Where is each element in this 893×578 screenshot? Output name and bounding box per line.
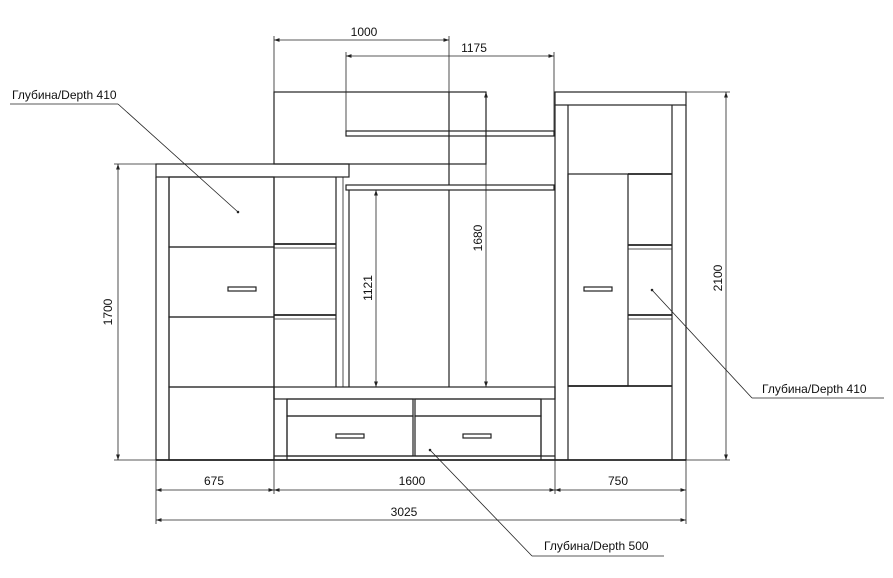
left-door-handle (227, 286, 257, 292)
dim-2100-label: 2100 (711, 264, 725, 291)
right-cabinet-top (554, 91, 687, 106)
right-door-handle (583, 286, 613, 292)
drawer-upper-left (286, 398, 414, 417)
tv-stand-top (273, 386, 556, 400)
center-section (273, 91, 556, 460)
right-cabinet (554, 91, 687, 460)
dim-1700-label: 1700 (101, 298, 115, 325)
dim-1600-label: 1600 (399, 474, 426, 488)
center-shelf-upper (345, 130, 555, 137)
dim-1680-label: 1680 (471, 224, 485, 251)
callout-leaders (10, 103, 884, 557)
dim-1000-label: 1000 (351, 25, 378, 39)
bottom-depth-callout: Глубина/Depth 500 (544, 539, 649, 553)
left-cabinet-top (155, 163, 350, 178)
dim-1121-label: 1121 (361, 275, 375, 301)
right-depth-callout: Глубина/Depth 410 (762, 382, 867, 396)
drawer-left (286, 415, 414, 457)
dim-675-label: 675 (204, 474, 224, 488)
drawer-right (414, 415, 542, 457)
dim-3025-label: 3025 (391, 505, 418, 519)
drawer-right-handle (462, 433, 492, 439)
left-bottom-panel (168, 386, 275, 461)
dim-750-label: 750 (608, 474, 628, 488)
dimension-lines (114, 36, 730, 524)
right-door (567, 173, 629, 387)
left-middle-door (168, 246, 275, 318)
left-upper-door (168, 176, 275, 248)
left-depth-callout: Глубина/Depth 410 (12, 88, 117, 102)
center-top-box (273, 91, 487, 165)
drawer-left-handle (335, 433, 365, 439)
center-shelf-lower (345, 184, 555, 191)
dim-1175-label: 1175 (461, 41, 487, 55)
left-cabinet (155, 163, 350, 461)
left-glass-panel (168, 316, 275, 388)
drawer-upper-right (414, 398, 542, 417)
